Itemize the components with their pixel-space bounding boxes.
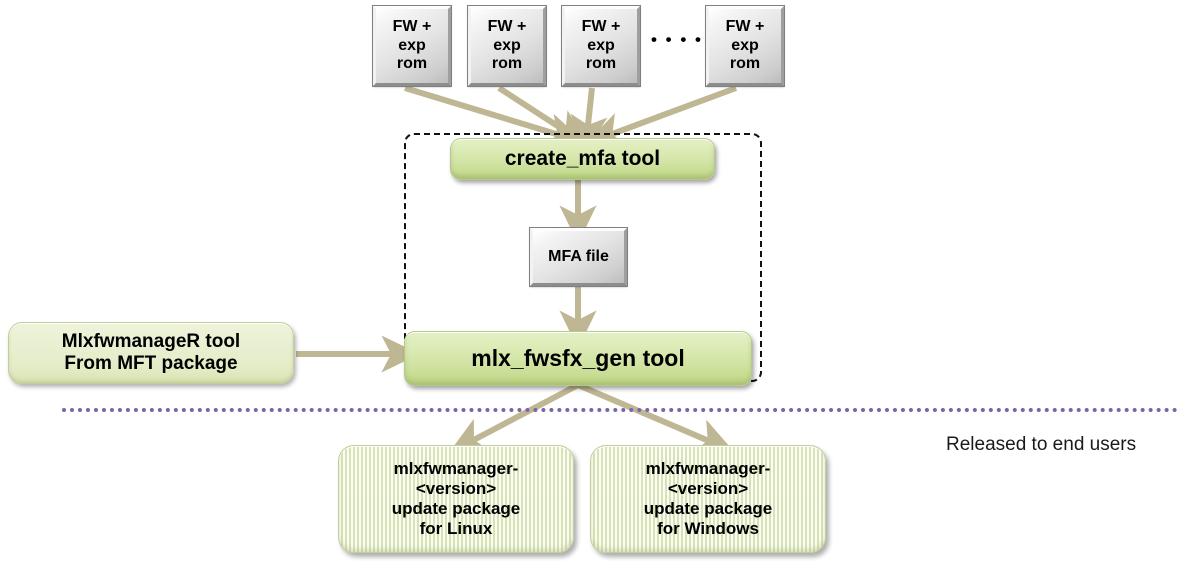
release-divider-line [62,408,1178,412]
source-box-fw4[interactable]: FW + exp rom [705,5,785,87]
arrow-fw4-to-create-mfa [585,85,738,148]
package-box-windows[interactable]: mlxfwmanager- <version> update package f… [590,445,826,553]
source-box-fw2[interactable]: FW + exp rom [467,5,547,87]
release-note-label: Released to end users [946,434,1137,455]
create-mfa-tool-box[interactable]: create_mfa tool [450,138,715,180]
arrow-fwsfx-gen-to-linux-package [448,382,580,454]
mfa-file-box[interactable]: MFA file [529,227,628,287]
package-box-linux[interactable]: mlxfwmanager- <version> update package f… [338,445,574,553]
arrow-fw1-to-create-mfa [404,85,585,150]
arrow-fw2-to-create-mfa [497,85,590,147]
mlx-fwsfx-gen-tool-box[interactable]: mlx_fwsfx_gen tool [404,331,752,386]
arrow-fwsfx-gen-to-windows-package [576,382,735,454]
sources-ellipsis: • • • • [651,30,703,49]
arrow-fw3-to-create-mfa [570,87,608,154]
source-box-fw3[interactable]: FW + exp rom [561,5,641,87]
mlxfwmanager-tool-box[interactable]: MlxfwmanageR tool From MFT package [8,322,294,384]
source-box-fw1[interactable]: FW + exp rom [372,5,452,87]
